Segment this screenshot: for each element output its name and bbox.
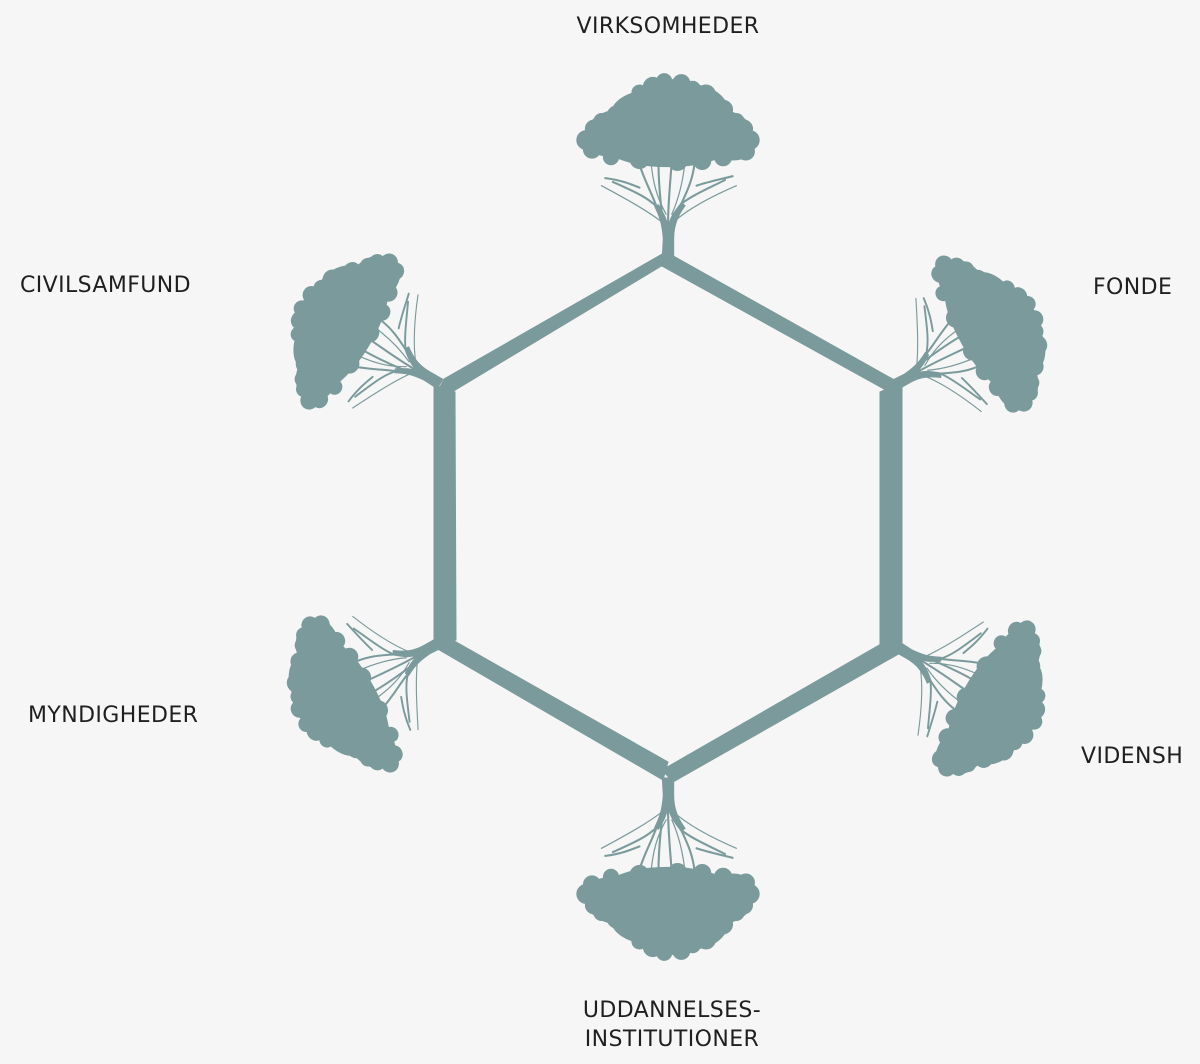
hexagon-frame	[433, 252, 903, 783]
tree-group	[253, 74, 1083, 961]
label-fonde: FONDE	[1093, 275, 1173, 300]
label-uddannelses-line2: INSTITUTIONER	[584, 1027, 760, 1052]
tree-uddannelses	[577, 778, 759, 960]
label-civilsamfund: CIVILSAMFUND	[20, 273, 192, 298]
label-videnskab: VIDENSH	[1081, 744, 1184, 769]
label-uddannelses-line1: UDDANNELSES-	[582, 998, 762, 1023]
label-myndigheder: MYNDIGHEDER	[28, 703, 199, 728]
label-uddannelsesinstitutioner: UDDANNELSES- INSTITUTIONER	[583, 996, 761, 1054]
label-virksomheder: VIRKSOMHEDER	[576, 14, 760, 39]
tree-virksomheder	[577, 74, 759, 256]
